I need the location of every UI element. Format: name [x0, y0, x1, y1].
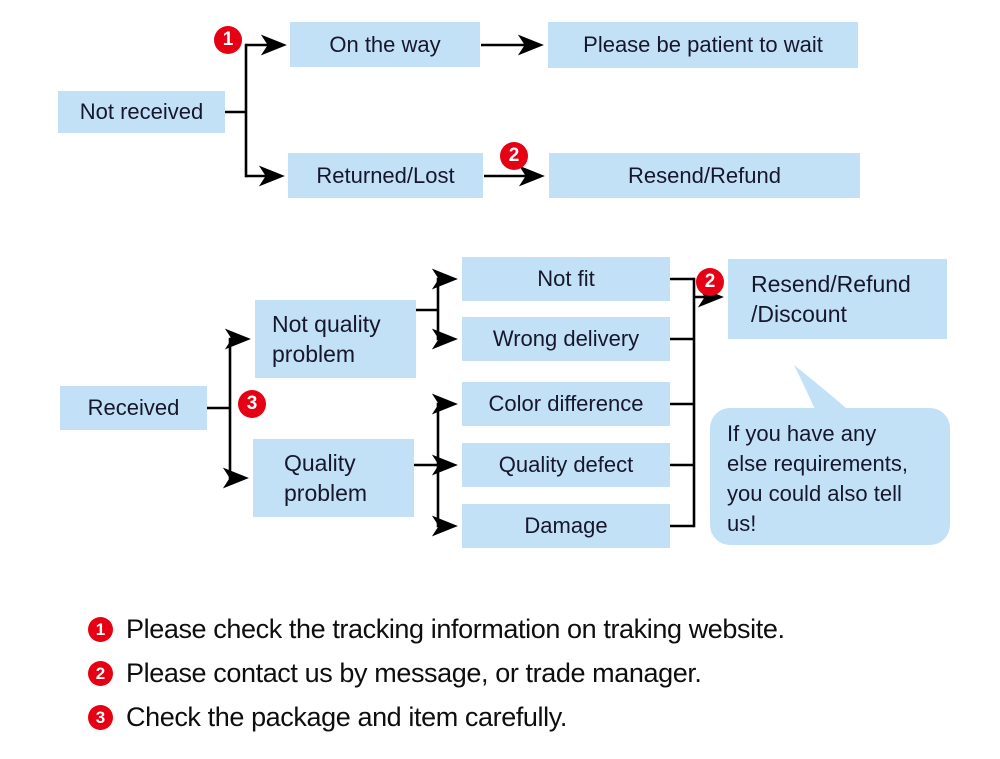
legend-item-2: 2 Please contact us by message, or trade…	[88, 658, 702, 689]
legend-text-3: Check the package and item carefully.	[126, 702, 567, 732]
speech-bubble-tail	[794, 365, 853, 414]
bottom-flow-connectors	[207, 268, 724, 537]
legend-badge-3: 3	[88, 705, 113, 730]
node-received: Received	[60, 386, 207, 430]
top-flow-connectors	[225, 34, 545, 187]
legend-item-1: 1 Please check the tracking information …	[88, 614, 785, 645]
node-not-received: Not received	[58, 91, 225, 133]
speech-bubble-note: If you have any else requirements, you c…	[710, 408, 950, 545]
step-badge-2-top: 2	[500, 142, 528, 170]
node-color-difference: Color difference	[462, 382, 670, 426]
legend-item-3: 3 Check the package and item carefully.	[88, 702, 567, 733]
node-not-quality-problem: Not quality problem	[255, 300, 416, 378]
legend-text-2: Please contact us by message, or trade m…	[126, 658, 702, 688]
node-on-the-way: On the way	[290, 22, 480, 67]
step-badge-3: 3	[238, 390, 266, 418]
node-quality-defect: Quality defect	[462, 443, 670, 487]
node-not-fit: Not fit	[462, 257, 670, 301]
node-resend-refund-discount: Resend/Refund /Discount	[728, 259, 947, 339]
legend-text-1: Please check the tracking information on…	[126, 614, 785, 644]
node-resend-refund: Resend/Refund	[549, 153, 860, 198]
node-quality-problem: Quality problem	[253, 439, 414, 517]
node-returned-lost: Returned/Lost	[288, 153, 483, 198]
node-damage: Damage	[462, 504, 670, 548]
legend-badge-1: 1	[88, 617, 113, 642]
step-badge-2-bottom: 2	[696, 268, 724, 296]
step-badge-1: 1	[214, 26, 242, 54]
node-wrong-delivery: Wrong delivery	[462, 317, 670, 361]
node-please-be-patient: Please be patient to wait	[548, 22, 858, 68]
legend-badge-2: 2	[88, 661, 113, 686]
